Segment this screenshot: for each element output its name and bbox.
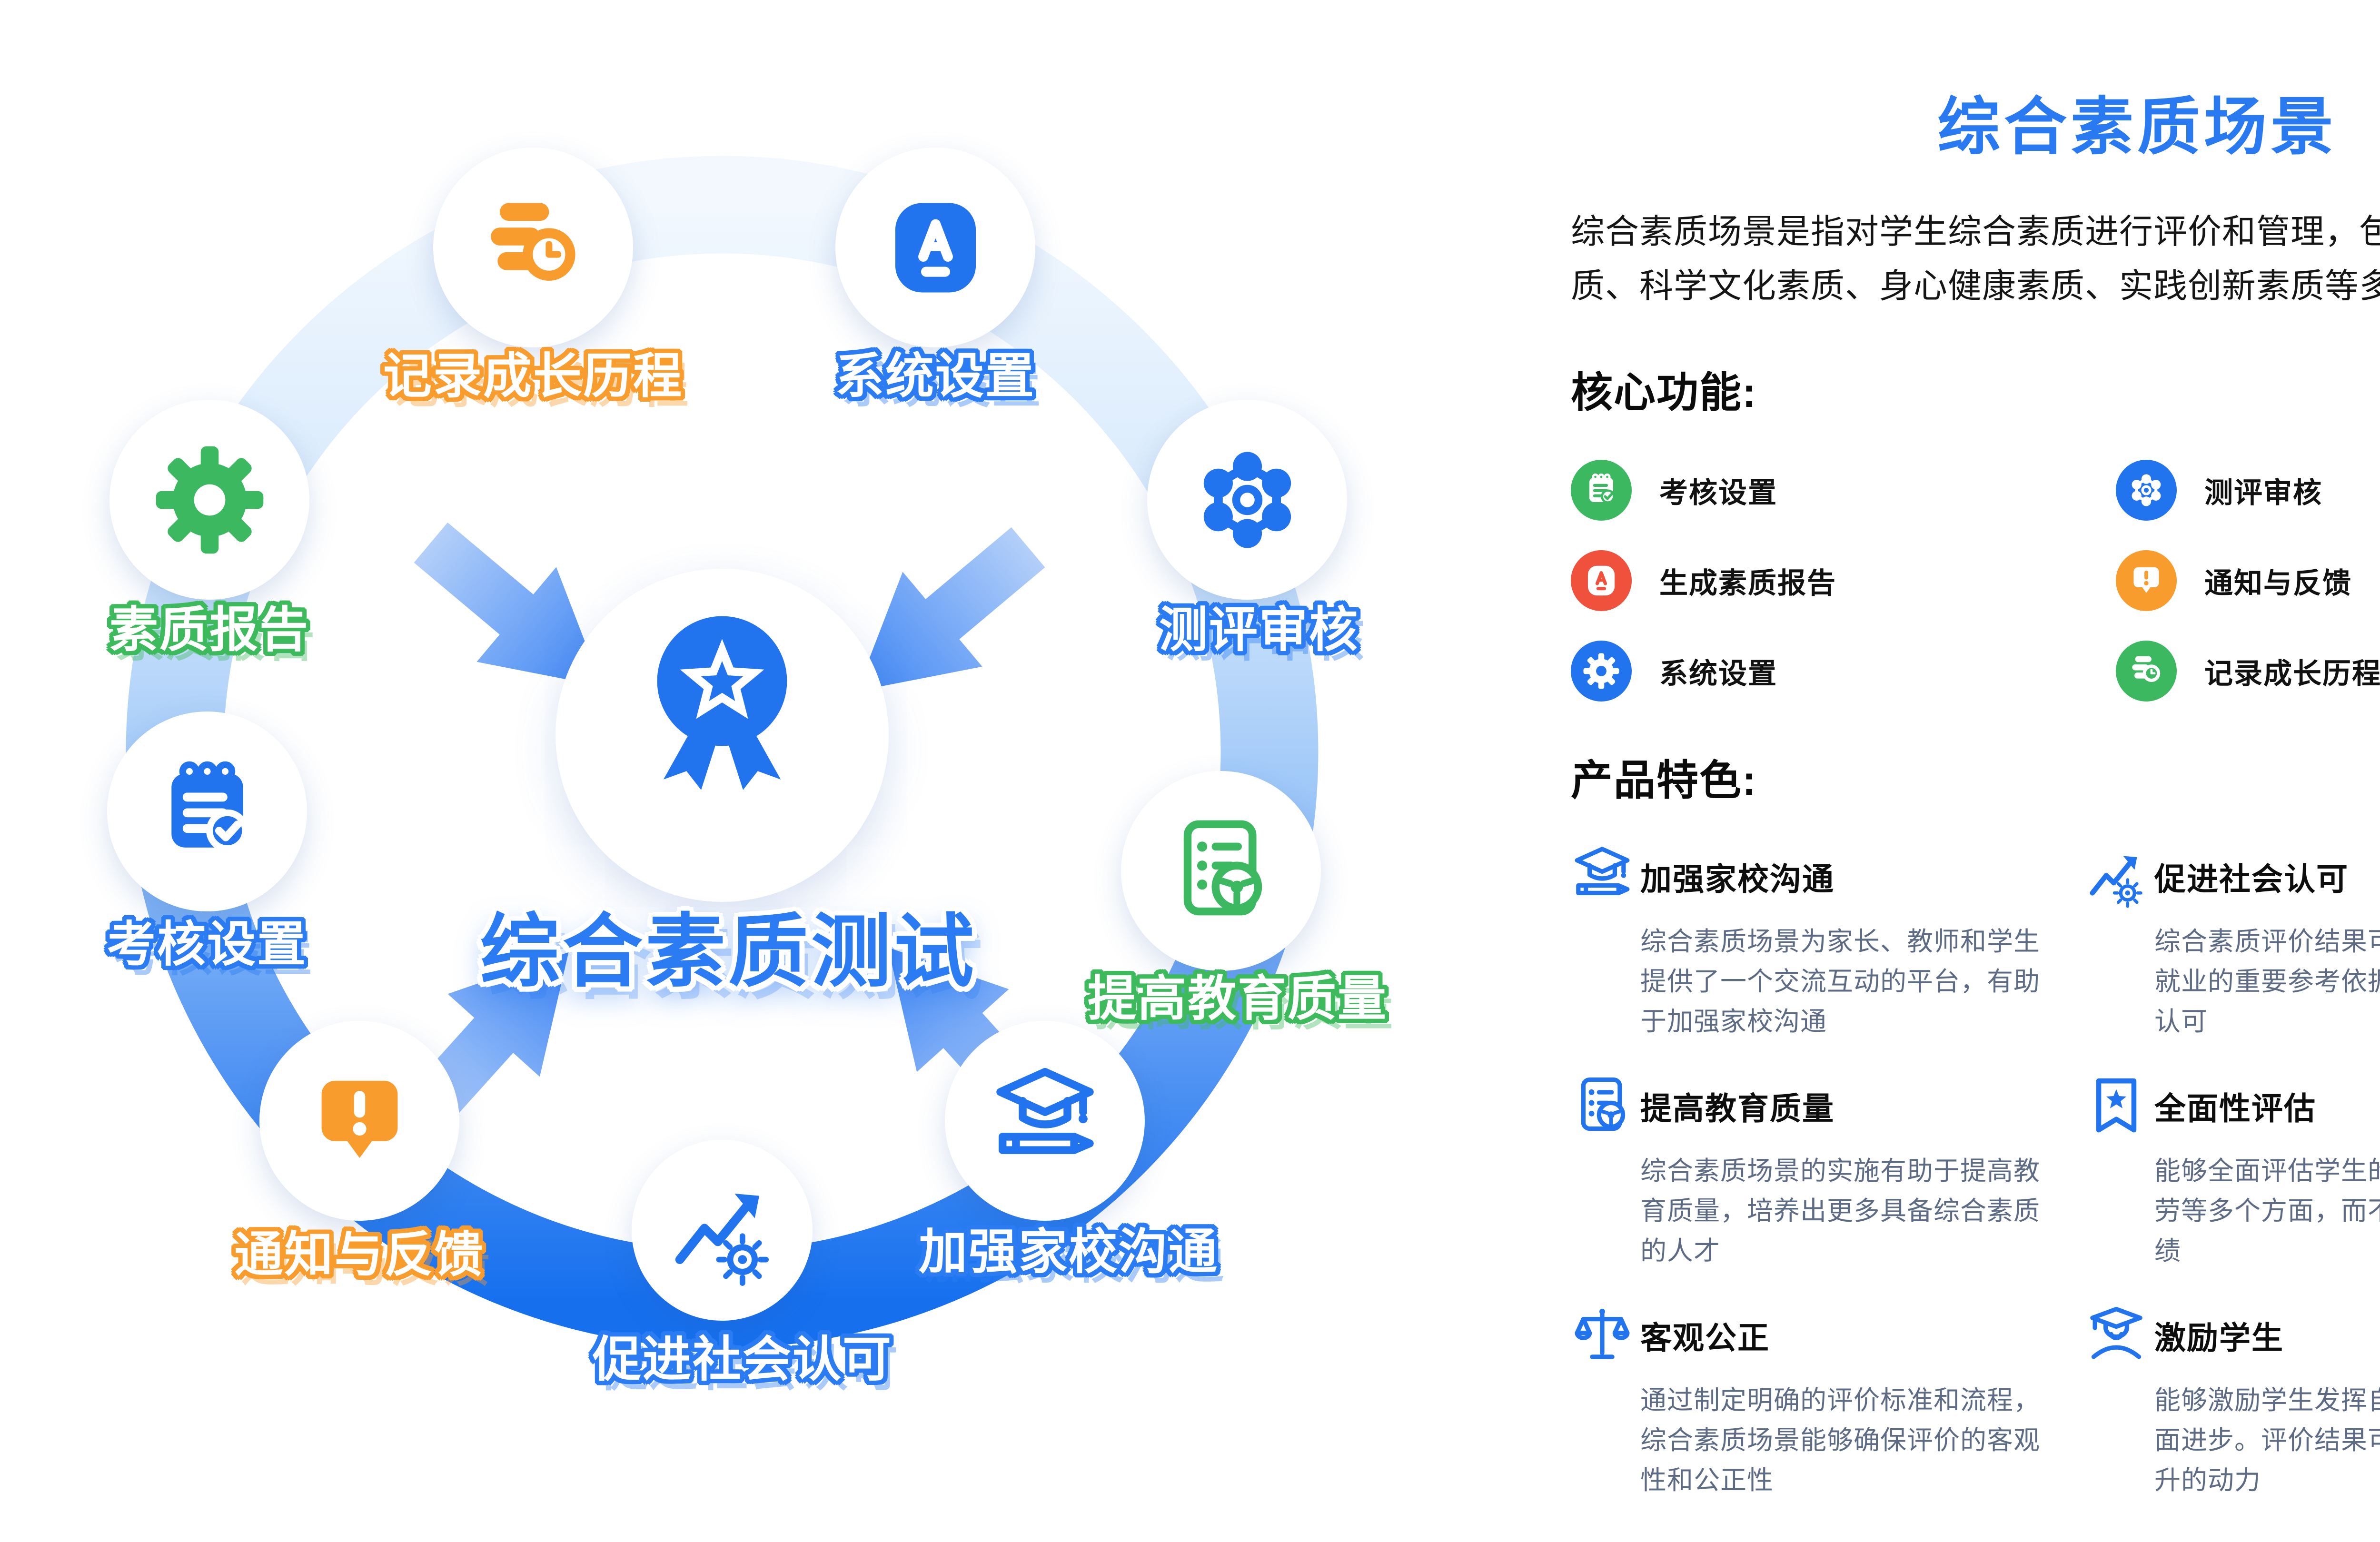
core-item-label: 生成素质报告 [1659, 567, 1836, 599]
core-item-system[interactable]: 系统设置 [1571, 641, 2116, 702]
core-item-label: 测评审核 [2204, 476, 2322, 509]
feature-title: 客观公正 [1640, 1320, 1770, 1355]
clipboard-steering-icon [1571, 1075, 1634, 1137]
inward-arrow-ne [856, 527, 1045, 692]
core-item-label: 通知与反馈 [2204, 567, 2352, 599]
node-school-communication[interactable] [945, 1021, 1145, 1221]
feature-description: 综合素质场景为家长、教师和学生提供了一个交流互动的平台，有助于加强家校沟通 [1640, 927, 2041, 1036]
feature-education-quality: 提高教育质量 综合素质场景的实施有助于提高教育质量，培养出更多具备综合素质的人才 [1571, 1075, 2085, 1271]
core-item-label: 考核设置 [1659, 476, 1777, 509]
molecule-icon [1191, 444, 1303, 556]
trend-gear-icon [666, 1175, 778, 1286]
a-document-icon [880, 192, 992, 304]
intro-paragraph: 综合素质场景是指对学生综合素质进行评价和管理，包括学生的思想道德素质、科学文化素… [1571, 213, 2380, 305]
gear-icon [1571, 641, 1632, 702]
alert-bubble-icon [2116, 550, 2177, 611]
label-quality-report: 素质报告 [109, 603, 309, 657]
gradcap-pencil-icon [1571, 845, 1634, 908]
label-evaluation-review: 测评审核 [1159, 603, 1359, 657]
label-social-recognition: 促进社会认可 [593, 1332, 892, 1387]
page-title: 综合素质场景 [1937, 92, 2337, 162]
medal-star-icon [657, 616, 787, 790]
node-social-recognition[interactable] [632, 1140, 813, 1321]
core-item-label: 系统设置 [1659, 657, 1777, 690]
features-list: 加强家校沟通 综合素质场景为家长、教师和学生提供了一个交流互动的平台，有助于加强… [1571, 845, 2380, 1500]
node-assessment-settings[interactable] [107, 712, 307, 911]
feature-holistic-evaluation: 全面性评估 能够全面评估学生的德、智、体、美、劳等多个方面，而不仅仅局限于学业成… [2085, 1075, 2380, 1271]
feature-social-recognition: 促进社会认可 综合素质评价结果可以作为学生升学、就业的重要参考依据，得到社会的广… [2085, 845, 2380, 1041]
label-education-quality: 提高教育质量 [1088, 971, 1388, 1026]
core-item-notifications[interactable]: 通知与反馈 [2116, 550, 2380, 611]
feature-title: 全面性评估 [2154, 1091, 2316, 1126]
clipboard-steering-icon [1165, 815, 1277, 927]
center-badge [555, 569, 889, 902]
feature-description: 综合素质场景的实施有助于提高教育质量，培养出更多具备综合素质的人才 [1640, 1156, 2041, 1265]
feature-title: 促进社会认可 [2154, 861, 2349, 897]
feature-title: 提高教育质量 [1640, 1091, 1835, 1126]
feature-school-communication: 加强家校沟通 综合素质场景为家长、教师和学生提供了一个交流互动的平台，有助于加强… [1571, 845, 2085, 1041]
core-item-label: 记录成长历程 [2204, 657, 2380, 690]
core-functions-list: 考核设置 测评审核 生成素质报告 通知与反馈 系统设置 记录成长历程 [1571, 460, 2380, 702]
trend-gear-icon [2085, 845, 2148, 908]
core-item-assessment[interactable]: 考核设置 [1571, 460, 2116, 521]
features-heading: 产品特色: [1571, 757, 1757, 804]
info-panel: 综合素质场景 综合素质场景是指对学生综合素质进行评价和管理，包括学生的思想道德素… [1571, 57, 2380, 1500]
feature-description: 能够全面评估学生的德、智、体、美、劳等多个方面，而不仅仅局限于学业成绩 [2154, 1156, 2380, 1265]
student-cap-icon [2085, 1304, 2148, 1367]
feature-motivate-students: 激励学生 能够激励学生发挥自己的优势，追求全面进步。评价结果可以作为学生自我提升… [2085, 1304, 2380, 1500]
feature-description: 综合素质评价结果可以作为学生升学、就业的重要参考依据，得到社会的广泛认可 [2154, 927, 2380, 1036]
label-system-settings: 系统设置 [835, 349, 1035, 404]
database-clock-icon [477, 192, 589, 304]
core-item-report[interactable]: 生成素质报告 [1571, 550, 2116, 611]
clipboard-check-icon [1571, 460, 1632, 521]
core-item-records[interactable]: 记录成长历程 [2116, 641, 2380, 702]
database-clock-icon [2116, 641, 2177, 702]
center-title: 综合素质测试 [480, 907, 977, 997]
label-record-growth: 记录成长历程 [383, 349, 683, 404]
label-school-communication: 加强家校沟通 [919, 1225, 1219, 1279]
molecule-icon [2116, 460, 2177, 521]
gradcap-pencil-icon [989, 1065, 1101, 1177]
node-evaluation-review[interactable] [1147, 400, 1347, 600]
label-assessment-settings: 考核设置 [107, 917, 307, 972]
bookmark-star-icon [2085, 1075, 2148, 1137]
feature-title: 激励学生 [2154, 1320, 2284, 1355]
gear-icon [154, 444, 266, 556]
node-system-settings[interactable] [835, 148, 1035, 347]
core-functions-heading: 核心功能: [1571, 369, 1757, 416]
node-record-growth[interactable] [433, 148, 633, 347]
node-education-quality[interactable] [1121, 771, 1321, 971]
scenario-diagram: 记录成长历程 系统设置 素质报告 测评审核 考核设置 提高教育质量 通知与反馈 … [107, 148, 1388, 1387]
balance-scale-icon [1571, 1304, 1634, 1367]
node-quality-report[interactable] [109, 400, 309, 600]
feature-description: 能够激励学生发挥自己的优势，追求全面进步。评价结果可以作为学生自我提升的动力 [2154, 1385, 2380, 1495]
feature-description: 通过制定明确的评价标准和流程，综合素质场景能够确保评价的客观性和公正性 [1640, 1385, 2041, 1495]
node-notifications[interactable] [259, 1021, 459, 1221]
feature-title: 加强家校沟通 [1640, 861, 1835, 897]
label-notifications: 通知与反馈 [234, 1227, 485, 1282]
feature-objectivity: 客观公正 通过制定明确的评价标准和流程，综合素质场景能够确保评价的客观性和公正性 [1571, 1304, 2085, 1500]
core-item-review[interactable]: 测评审核 [2116, 460, 2380, 521]
alert-bubble-icon [304, 1065, 416, 1177]
inward-arrow-nw [414, 522, 603, 687]
a-document-icon [1571, 550, 1632, 611]
clipboard-check-icon [151, 756, 263, 868]
